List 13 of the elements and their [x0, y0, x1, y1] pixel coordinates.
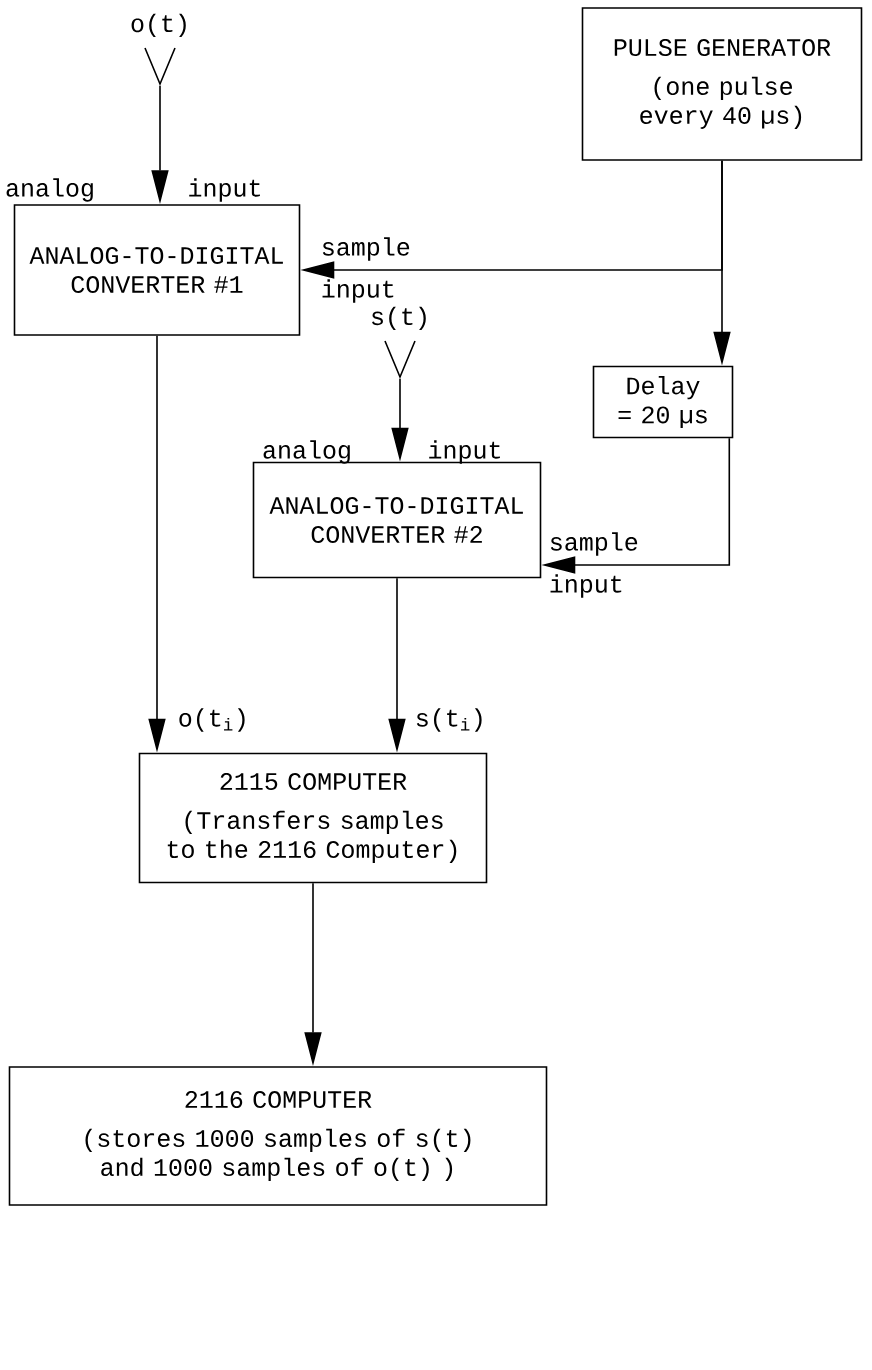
block-box: 2115 COMPUTER (Transfers samples to the 2116 Computer)	[138, 752, 488, 884]
antenna: o(t)	[131, 13, 186, 87]
antenna: s(t)	[372, 306, 426, 380]
edge-label: sample input	[322, 237, 410, 303]
block-box: Delay = 20 µs	[592, 365, 734, 439]
edge-label: sample input	[550, 532, 638, 598]
block-box: ANALOG-TO-DIGITAL CONVERTER #1	[13, 204, 301, 336]
block-box: 2116 COMPUTER (stores 1000 samples of s(t) and 1000 samples of o(t) )	[8, 1066, 548, 1206]
edge-label: o(t$_{i}$)	[179, 708, 245, 732]
port-label: analog	[263, 440, 350, 464]
block-box: PULSE GENERATOR (one pulse every 40 µs)	[581, 7, 863, 161]
edge-label: s(t$_{i}$)	[416, 708, 482, 732]
port-label: input	[429, 440, 500, 464]
